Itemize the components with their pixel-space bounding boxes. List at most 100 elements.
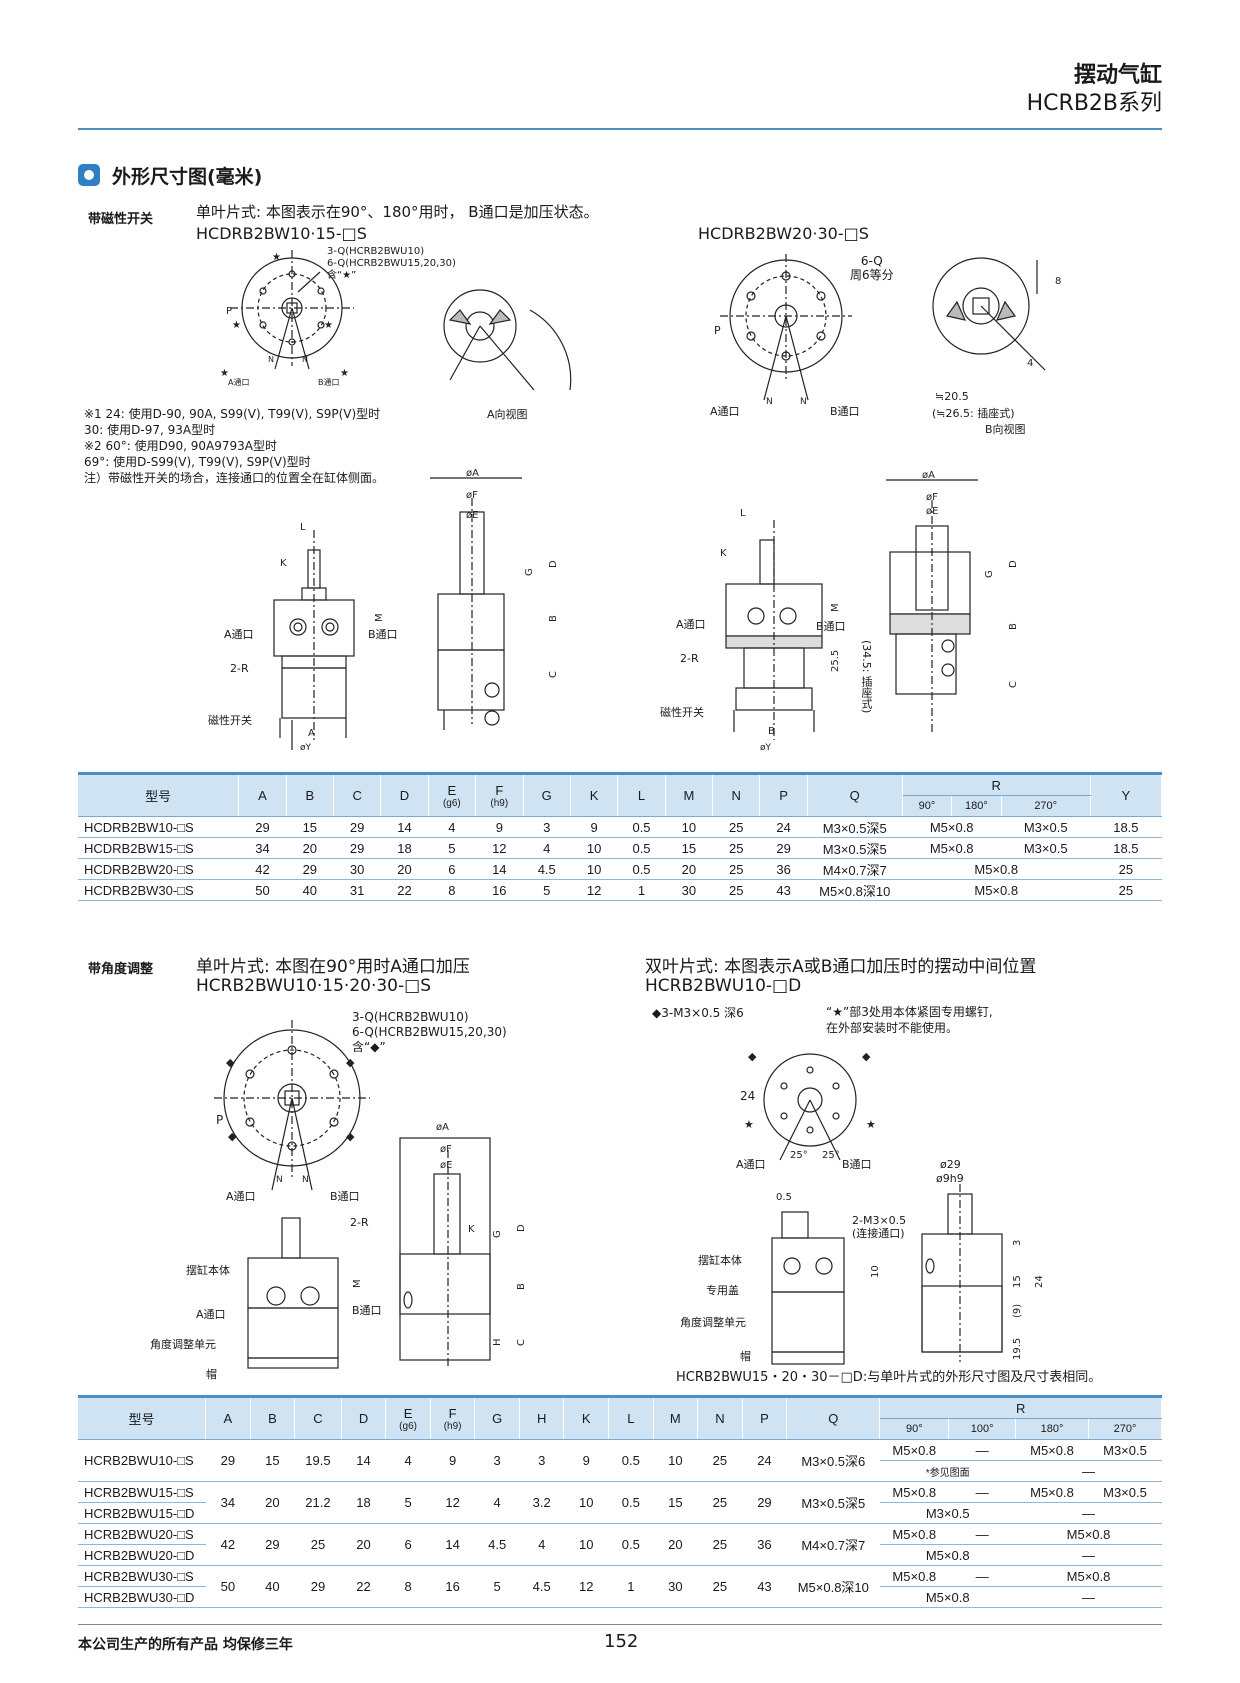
t2-r2-b: 29	[250, 1523, 295, 1566]
t1-r2-r1: M5×0.8	[902, 858, 1091, 880]
dv-d9h9: ø9h9	[936, 1172, 964, 1185]
angle-2r-label: 2-R	[350, 1216, 369, 1229]
svg-text:øE: øE	[440, 1160, 452, 1171]
t2-r1-rbot: M3×0.5	[879, 1502, 1016, 1524]
t1-r0-q: M3×0.5深5	[807, 816, 903, 838]
t1-r1-e: 5	[428, 837, 476, 859]
t1-h-e-label: E	[447, 782, 457, 798]
t1-h-e: E(g6)	[428, 772, 477, 817]
t2-r3-h: 4.5	[519, 1565, 564, 1608]
part1-notes: ※1 24: 使用D-90, 90A, S99(V), T99(V), S9P(…	[84, 406, 384, 486]
t1-r0-e: 4	[428, 816, 476, 838]
svg-text:★: ★	[232, 320, 241, 331]
svg-text:øF: øF	[466, 490, 478, 501]
svg-text:N: N	[800, 397, 807, 407]
svg-text:G: G	[524, 568, 535, 576]
t1-r1-g: 4	[523, 837, 571, 859]
t1-r0-y: 18.5	[1090, 816, 1162, 838]
t2-r3-r100: —	[948, 1565, 1016, 1587]
t1-r1-b: 20	[286, 837, 334, 859]
svg-text:★: ★	[324, 320, 333, 331]
t2-r0-k: 9	[563, 1439, 609, 1482]
t1-r1-c: 29	[333, 837, 381, 859]
t1-r0-r1: M5×0.8	[902, 816, 1002, 838]
tv-large-callouts: 6-Q 周6等分	[850, 254, 894, 282]
t2-r1-q: M3×0.5深5	[786, 1481, 880, 1524]
svg-text:25°: 25°	[790, 1150, 808, 1161]
t1-r3-l: 1	[617, 879, 666, 901]
t2-r0-dash: —	[1015, 1460, 1162, 1482]
svg-text:★: ★	[272, 252, 281, 263]
t2-r2-g: 4.5	[474, 1523, 520, 1566]
svg-text:◆: ◆	[226, 1056, 235, 1069]
t2-r2-k: 10	[563, 1523, 609, 1566]
angle-tv-b-port: B通口	[330, 1190, 360, 1203]
angle-a-port: A通口	[196, 1308, 226, 1321]
svg-text:N: N	[276, 1175, 283, 1185]
tv-small-callouts: 3-Q(HCRB2BWU10) 6-Q(HCRB2BWU15,20,30) 含“…	[327, 246, 456, 282]
t2-h-p: P	[742, 1395, 788, 1440]
t1-r1-r2: M3×0.5	[1001, 837, 1091, 859]
t2-r0-r180: M5×0.8	[1015, 1439, 1089, 1461]
t2-r2-e: 6	[385, 1523, 431, 1566]
t2-h-n: N	[697, 1395, 743, 1440]
dv-cap-label: 帽	[740, 1350, 751, 1363]
t1-r0-n: 25	[712, 816, 760, 838]
t2-r0-r100: —	[948, 1439, 1016, 1461]
t1-r3-c: 31	[333, 879, 381, 901]
t1-h-r90: 90°	[902, 795, 953, 817]
t2-h-k: K	[563, 1395, 610, 1440]
t2-r1-e: 5	[385, 1481, 431, 1524]
header-title: 摆动气缸	[1073, 63, 1162, 88]
t2-r0-l: 0.5	[608, 1439, 654, 1482]
t2-h-r180: 180°	[1015, 1418, 1089, 1440]
t2-r3-a: 50	[205, 1565, 251, 1608]
t2-h-l: L	[608, 1395, 654, 1440]
svg-text:24: 24	[1034, 1275, 1045, 1288]
t1-r3-r1: M5×0.8	[902, 879, 1091, 901]
svg-text:★: ★	[340, 368, 349, 379]
t1-h-r180: 180°	[951, 795, 1002, 817]
svg-text:C: C	[516, 1339, 527, 1346]
svg-text:0.5: 0.5	[776, 1192, 792, 1203]
t1-r1-d: 18	[380, 837, 429, 859]
svg-text:K: K	[468, 1224, 475, 1235]
t2-r2-n: 25	[697, 1523, 743, 1566]
t2-r2-l: 0.5	[608, 1523, 654, 1566]
t2-r0-e: 4	[385, 1439, 431, 1482]
svg-text:øF: øF	[440, 1144, 452, 1155]
t1-r1-l: 0.5	[617, 837, 666, 859]
t2-r1-model-d: HCRB2BWU15-□D	[78, 1502, 206, 1524]
svg-text:(9): (9)	[1012, 1304, 1023, 1318]
svg-text:15: 15	[1012, 1275, 1023, 1288]
t2-h-m: M	[653, 1395, 699, 1440]
t1-r1-m: 15	[665, 837, 713, 859]
callout-6q-equal: 周6等分	[850, 268, 894, 282]
t2-r2-d: 20	[341, 1523, 386, 1566]
svg-text:8: 8	[1055, 276, 1061, 287]
t2-r0-m: 10	[653, 1439, 698, 1482]
t2-r0-g: 3	[474, 1439, 520, 1482]
t2-r3-b: 40	[250, 1565, 295, 1608]
svg-text:L: L	[740, 508, 746, 519]
svg-text:øE: øE	[926, 506, 938, 517]
t2-r2-r180: M5×0.8	[1015, 1523, 1162, 1545]
callout-3q: 3-Q(HCRB2BWU10)	[327, 246, 425, 257]
t2-h-model: 型号	[78, 1395, 207, 1440]
t2-r1-b: 20	[250, 1481, 295, 1524]
t2-r3-f: 16	[430, 1565, 475, 1608]
t2-r3-l: 1	[608, 1565, 654, 1608]
t1-r0-model: HCDRB2BW10-□S	[78, 816, 239, 838]
t2-r1-m: 15	[653, 1481, 698, 1524]
dv-b-port: B通口	[842, 1158, 872, 1171]
t2-r0-h: 3	[519, 1439, 564, 1482]
spec-table-1: 型号 A B C D E(g6) F(h9) G K L M N P Q R Y…	[78, 772, 1163, 901]
t2-r0-d: 14	[341, 1439, 386, 1482]
t1-r2-c: 30	[333, 858, 381, 880]
t1-r2-q: M4×0.7深7	[807, 858, 903, 880]
page-number: 152	[604, 1631, 639, 1652]
svg-text:øA: øA	[922, 470, 935, 481]
svg-text:C: C	[1008, 681, 1019, 688]
